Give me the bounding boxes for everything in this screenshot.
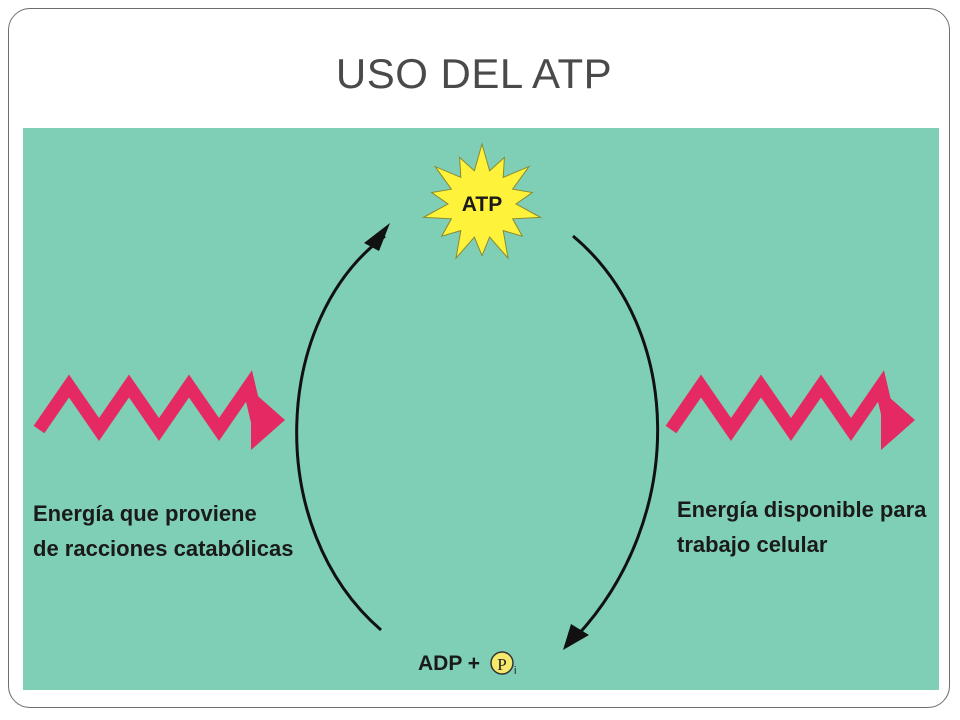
- zigzag-arrow-left-body: [33, 370, 264, 441]
- zigzag-arrow-right-body: [665, 370, 896, 441]
- slide-title: USO DEL ATP: [335, 50, 613, 97]
- left-caption-line-2: de racciones catabólicas: [33, 536, 293, 561]
- atp-cycle-diagram: ATP Energía que proviene de racciones ca…: [23, 128, 939, 690]
- atp-label: ATP: [462, 193, 502, 216]
- right-caption-line-2: trabajo celular: [677, 532, 828, 557]
- cycle-arrow-right-head: [563, 624, 589, 650]
- cycle-arrow-right-curve: [572, 234, 660, 640]
- adp-label: ADP +: [418, 652, 480, 675]
- phosphate-circle-icon: [490, 651, 514, 675]
- diagram-canvas: ATP Energía que proviene de racciones ca…: [23, 128, 939, 690]
- cycle-arrow-left-head: [364, 223, 390, 251]
- left-caption-line-1: Energía que proviene: [33, 501, 257, 526]
- phosphate-symbol: P: [497, 655, 506, 674]
- zigzag-arrow-left-head: [251, 390, 285, 450]
- phosphate-subscript: i: [514, 665, 516, 677]
- zigzag-arrow-right-head: [881, 390, 915, 450]
- atp-starburst: [421, 142, 543, 260]
- cycle-arrow-left-curve: [295, 234, 386, 632]
- right-caption-line-1: Energía disponible para: [677, 497, 927, 522]
